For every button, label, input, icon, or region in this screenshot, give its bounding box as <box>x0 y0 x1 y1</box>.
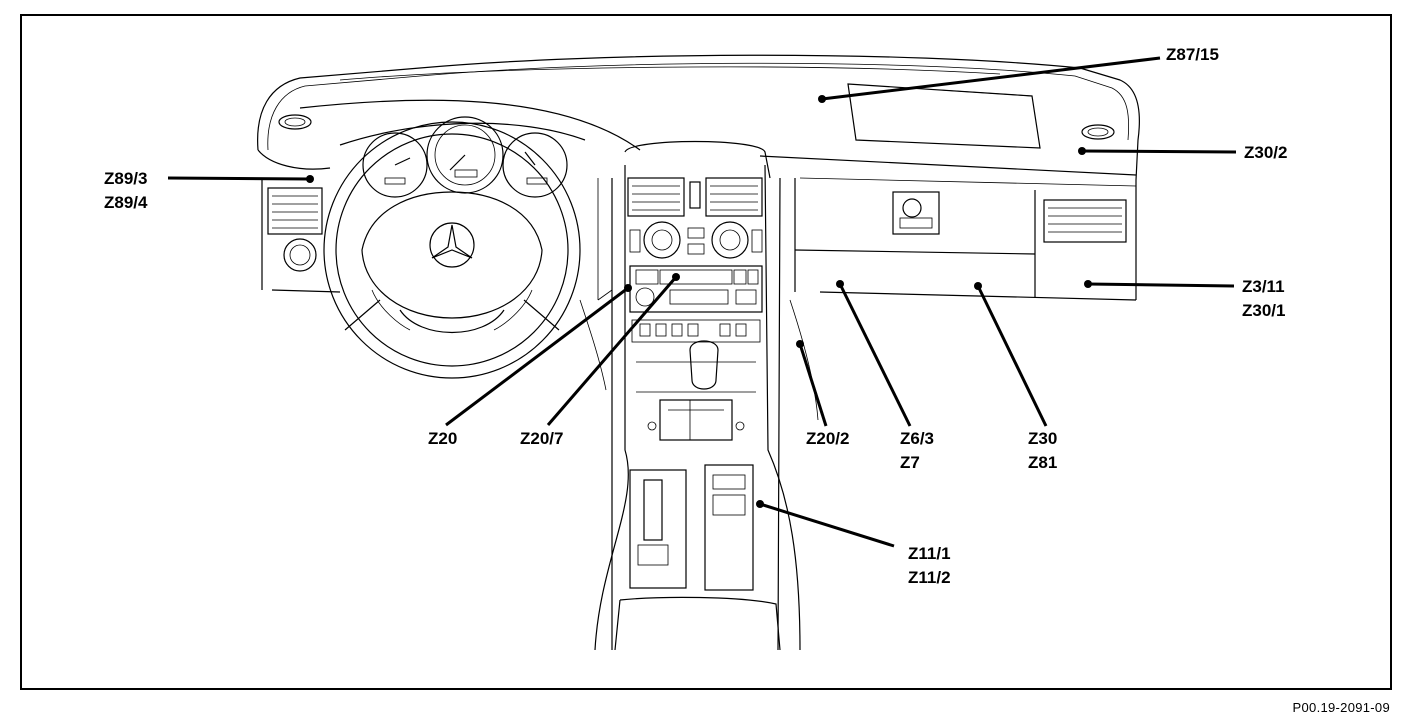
diagram-frame <box>20 14 1392 690</box>
callout-line: Z89/4 <box>104 193 148 212</box>
center-console <box>594 140 801 651</box>
callout-line: Z3/11 <box>1242 277 1285 296</box>
callout-line: Z87/15 <box>1166 45 1219 64</box>
callout-line: Z20/2 <box>806 429 850 448</box>
callout-line: Z6/3 <box>900 429 935 448</box>
callout-dots <box>306 95 1092 508</box>
dot-z20 <box>624 284 632 292</box>
callout-line: Z81 <box>1028 453 1058 472</box>
callout-z3-z30: Z3/11 Z30/1 <box>1242 275 1285 323</box>
callout-line: Z11/1 <box>908 544 951 563</box>
dot-z3-z30 <box>1084 280 1092 288</box>
side-vents <box>267 114 1127 272</box>
instrument-cluster <box>339 116 586 198</box>
callout-line: Z20/7 <box>520 429 564 448</box>
callout-z6-z7: Z6/3 Z7 <box>900 427 934 475</box>
figure-reference-code: P00.19-2091-09 <box>1292 700 1390 715</box>
callout-line: Z30/2 <box>1244 143 1288 162</box>
leader-lines <box>167 56 1237 548</box>
callout-z20-2: Z20/2 <box>806 427 849 451</box>
callout-line: Z89/3 <box>104 169 148 188</box>
callout-z89: Z89/3 Z89/4 <box>104 167 147 215</box>
dot-z20-2 <box>796 340 804 348</box>
callout-z20-7: Z20/7 <box>520 427 563 451</box>
callout-z20: Z20 <box>428 427 457 451</box>
callout-line: Z30/1 <box>1242 301 1286 320</box>
upper-display <box>847 83 1041 149</box>
callout-z30-z81: Z30 Z81 <box>1028 427 1057 475</box>
dashboard-outline <box>257 54 1141 301</box>
callout-line: Z7 <box>900 453 920 472</box>
callout-z30-2: Z30/2 <box>1244 141 1287 165</box>
dot-z89 <box>306 175 314 183</box>
callout-z11: Z11/1 Z11/2 <box>908 542 951 590</box>
callout-line: Z30 <box>1028 429 1058 448</box>
dot-z30-2 <box>1078 147 1086 155</box>
dot-z30-z81 <box>974 282 982 290</box>
glovebox <box>579 178 1036 421</box>
dot-z6-z7 <box>836 280 844 288</box>
callout-line: Z11/2 <box>908 568 951 587</box>
dot-z20-7 <box>672 273 680 281</box>
callout-z87-15: Z87/15 <box>1166 43 1219 67</box>
callout-line: Z20 <box>428 429 458 448</box>
steering-wheel <box>323 121 581 379</box>
dot-z11 <box>756 500 764 508</box>
dot-z87-15 <box>818 95 826 103</box>
